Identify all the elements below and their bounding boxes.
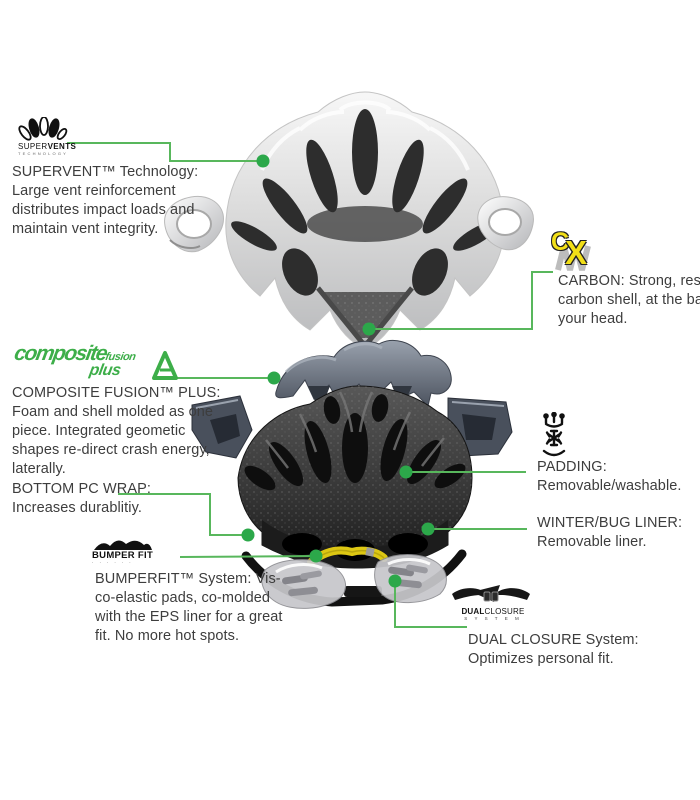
supervents-logo-word: SUPERVENTS	[18, 142, 77, 151]
supervents-logo-sub: TECHNOLOGY	[18, 151, 69, 156]
bumperfit-text: BUMPERFIT™ System: Vis- co-elastic pads,…	[95, 570, 283, 646]
bottom-pc-line: Increases durablitiy.	[12, 500, 142, 516]
callout-line-bottom-pc	[118, 493, 248, 536]
carbon-logo-背景	[555, 245, 591, 271]
callout-line-bumperfit	[179, 555, 317, 558]
callout-line-dualclosure	[394, 581, 467, 628]
padding-line: PADDING:	[537, 459, 607, 475]
carbon-shell-section	[316, 286, 414, 348]
dualclosure-line: DUAL CLOSURE System:	[468, 632, 639, 648]
supervent-line: SUPERVENT™ Technology:	[12, 164, 199, 180]
callout-line-carbon	[369, 271, 553, 330]
supervents-logo: SUPERVENTS TECHNOLOGY	[18, 117, 77, 157]
bumperfit-line: BUMPERFIT™ System: Vis-	[95, 571, 281, 587]
shell-side-piece-left	[164, 195, 224, 253]
carbon-line: CARBON: Strong, resilient	[558, 273, 700, 289]
bumperfit-line: with the EPS liner for a great	[95, 609, 283, 625]
bottom-pc-line: BOTTOM PC WRAP:	[12, 481, 151, 497]
carbon-logo-x: X	[565, 234, 588, 271]
dualclosure-wings-icon	[452, 588, 530, 602]
composite-line: laterally.	[12, 461, 66, 477]
foam-side-piece-left	[191, 395, 253, 459]
composite-line: COMPOSITE FUSION™ PLUS:	[12, 385, 221, 401]
outer-shell-white	[225, 91, 505, 349]
callout-lines	[67, 142, 553, 628]
dualclosure-text: DUAL CLOSURE System: Optimizes personal …	[468, 631, 639, 669]
shell-side-piece-right	[477, 196, 534, 251]
composite-fusion-logo: compositefusion plus	[12, 342, 183, 386]
bottom-pc-text: BOTTOM PC WRAP: Increases durablitiy.	[12, 480, 151, 518]
visco-pad-left	[261, 559, 347, 609]
dualclosure-logo: DUALCLOSURE S Y S T E M	[450, 584, 536, 622]
bumperfit-logo-dots: · · · · · ·	[92, 560, 134, 565]
shell-vents	[231, 109, 499, 296]
padding-line: Removable/washable.	[537, 478, 682, 494]
bumperfit-bumps-icon	[94, 540, 152, 550]
carbon-cx-logo: C X	[551, 228, 595, 272]
bumperfit-line: fit. No more hot spots.	[95, 628, 240, 644]
bumperfit-logo-word: BUMPER FIT	[92, 550, 154, 561]
band-scallops	[282, 533, 428, 561]
foam-ridges	[265, 391, 445, 469]
winter-line: WINTER/BUG LINER:	[537, 515, 683, 531]
bumperfit-yellow-piece	[307, 546, 388, 566]
supervent-line: distributes impact loads and	[12, 202, 195, 218]
composite-line: Foam and shell molded as one	[12, 404, 214, 420]
supervent-line: Large vent reinforcement	[12, 183, 176, 199]
dualclosure-logo-word: DUALCLOSURE	[461, 607, 525, 616]
callout-line-supervent	[67, 142, 263, 162]
bumperfit-line: co-elastic pads, co-molded	[95, 590, 271, 606]
carbon-logo-c: C	[551, 228, 570, 256]
visco-pad-right	[374, 554, 447, 603]
carbon-line: your head.	[558, 311, 628, 327]
bumperfit-logo: BUMPER FIT · · · · · ·	[92, 536, 156, 565]
carbon-text: CARBON: Strong, resilient carbon shell, …	[558, 272, 700, 329]
composite-triangle-icon	[152, 351, 178, 380]
padding-icon	[542, 412, 566, 457]
winter-liner-text: WINTER/BUG LINER: Removable liner.	[537, 514, 682, 552]
composite-line: shapes re-direct crash energy,	[12, 442, 210, 458]
composite-line: piece. Integrated geometic	[12, 423, 186, 439]
carbon-line: carbon shell, at the back of	[558, 292, 700, 308]
supervent-line: maintain vent integrity.	[12, 221, 159, 237]
supervent-text: SUPERVENT™ Technology: Large vent reinfo…	[12, 163, 198, 239]
dualclosure-logo-sub: S Y S T E M	[464, 616, 522, 621]
winter-line: Removable liner.	[537, 534, 647, 550]
callout-dots	[241, 154, 435, 588]
shell-ribs	[260, 100, 470, 171]
padding-text: PADDING: Removable/washable.	[537, 458, 682, 496]
dualclosure-line: Optimizes personal fit.	[468, 651, 614, 667]
eps-foam-liner	[237, 385, 473, 569]
composite-text: COMPOSITE FUSION™ PLUS: Foam and shell m…	[12, 384, 221, 479]
supervents-petals-icon	[18, 117, 68, 141]
